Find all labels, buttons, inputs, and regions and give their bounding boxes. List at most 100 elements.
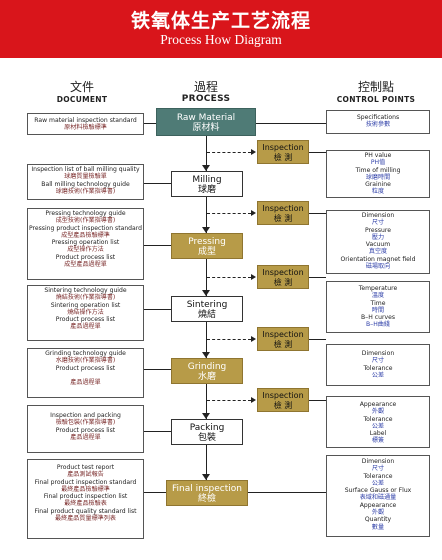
title-en: Process How Diagram: [160, 32, 282, 47]
text-line: 終檢: [197, 494, 216, 504]
text-line: Inspection: [262, 330, 304, 339]
text-line: Vacuum: [365, 241, 391, 249]
text-line: Pressing operation list: [51, 239, 120, 247]
text-line: 尺寸: [371, 219, 385, 227]
text-line: 尺寸: [371, 357, 385, 365]
text-line: 成型產品過程單: [64, 261, 107, 269]
text-line: 燒結: [197, 310, 216, 320]
text-line: Inspection: [262, 204, 304, 213]
dashed-connector: [207, 213, 251, 214]
text-line: Tolerance: [363, 364, 393, 372]
text-line: 產品過程單: [70, 323, 101, 331]
text-line: Grinding technology guide: [45, 350, 126, 357]
text-line: Inspection: [262, 143, 304, 152]
text-line: 包裝: [197, 433, 216, 443]
text-line: 檢驗包裝(作業指導書): [55, 419, 116, 427]
text-line: Pressing: [188, 237, 226, 247]
text-line: 時間: [371, 306, 385, 314]
text-line: 球磨質量檢驗單: [64, 173, 107, 181]
text-line: Milling: [192, 175, 222, 185]
text-line: 原材料: [192, 123, 220, 133]
text-line: Dimension: [361, 350, 395, 357]
text-line: 檢 測: [273, 340, 293, 349]
text-line: 表域和磁通量: [359, 494, 397, 502]
document-header-cn: 文件: [69, 80, 94, 94]
text-line: 燒結操作方法: [67, 308, 104, 316]
text-line: 成型: [197, 247, 216, 257]
text-line: Pressing technology guide: [45, 210, 126, 217]
text-line: 溫度: [371, 292, 385, 300]
text-line: 標簽: [371, 437, 385, 445]
text-line: Inspection list of ball milling quality: [31, 166, 140, 173]
text-line: 成型操作方法: [67, 246, 104, 254]
text-line: Product process list: [55, 364, 116, 372]
text-line: 技術參數: [365, 121, 391, 129]
text-line: 檢 測: [273, 153, 293, 162]
title-cn: 铁氧体生产工艺流程: [130, 10, 311, 32]
text-line: PH值: [370, 159, 386, 167]
title-banner: 铁氧体生产工艺流程 Process How Diagram: [0, 0, 442, 58]
control-header: 控制點 CONTROL POINTS: [323, 80, 429, 104]
text-line: 球磨技術(作業指導書): [55, 187, 116, 195]
process-header-cn: 過程: [193, 80, 218, 94]
arrow-down-icon: [202, 474, 210, 480]
text-line: 檢 測: [273, 214, 293, 223]
connector-line: [248, 492, 326, 493]
text-line: Inspection and packing: [50, 412, 121, 419]
text-line: 公差: [371, 371, 385, 379]
dashed-connector: [207, 400, 251, 401]
arrow-right-icon: [251, 274, 256, 280]
text-line: 檢 測: [273, 401, 293, 410]
text-line: Tolerance: [363, 415, 393, 423]
connector-line: [309, 339, 326, 340]
arrow-right-icon: [251, 149, 256, 155]
text-line: PH value: [364, 152, 392, 159]
control-header-en: CONTROL POINTS: [336, 95, 416, 104]
text-line: Appearance: [359, 501, 397, 509]
connector-line: [144, 309, 171, 310]
document-header: 文件 DOCUMENT: [28, 80, 136, 104]
text-line: Pressure: [364, 226, 392, 234]
text-line: Final product inspection list: [43, 493, 128, 501]
arrow-down-icon: [202, 413, 210, 419]
text-line: 外觀: [371, 408, 385, 416]
connector-line: [144, 245, 171, 246]
text-line: Raw material inspection standard: [34, 117, 137, 124]
dashed-connector: [207, 152, 251, 153]
connector-line: [256, 123, 326, 124]
text-line: Ball milling technology guide: [41, 180, 130, 188]
text-line: Inspection: [262, 391, 304, 400]
text-line: Grinding: [187, 362, 227, 372]
dashed-connector: [207, 339, 251, 340]
text-line: 水磨技術(作業指導書): [55, 357, 116, 365]
text-line: Raw Material: [176, 113, 236, 123]
text-line: Sintering operation list: [50, 301, 121, 309]
text-line: 公差: [371, 422, 385, 430]
text-line: Dimension: [361, 212, 395, 219]
text-line: Quantity: [364, 516, 392, 524]
arrow-right-icon: [251, 397, 256, 403]
text-line: [28, 372, 143, 379]
connector-line: [144, 123, 156, 124]
text-line: Final inspection: [172, 484, 242, 494]
control-header-cn: 控制點: [357, 80, 394, 94]
text-line: 最終產品檢驗表: [64, 500, 107, 508]
text-line: Tolerance: [363, 472, 393, 480]
text-line: Appearance: [359, 401, 397, 408]
connector-line: [144, 492, 171, 493]
text-line: Time of milling: [355, 166, 401, 174]
connector-line: [144, 183, 171, 184]
text-line: 最終產品檢驗標準: [61, 485, 110, 493]
text-line: Label: [369, 430, 387, 438]
